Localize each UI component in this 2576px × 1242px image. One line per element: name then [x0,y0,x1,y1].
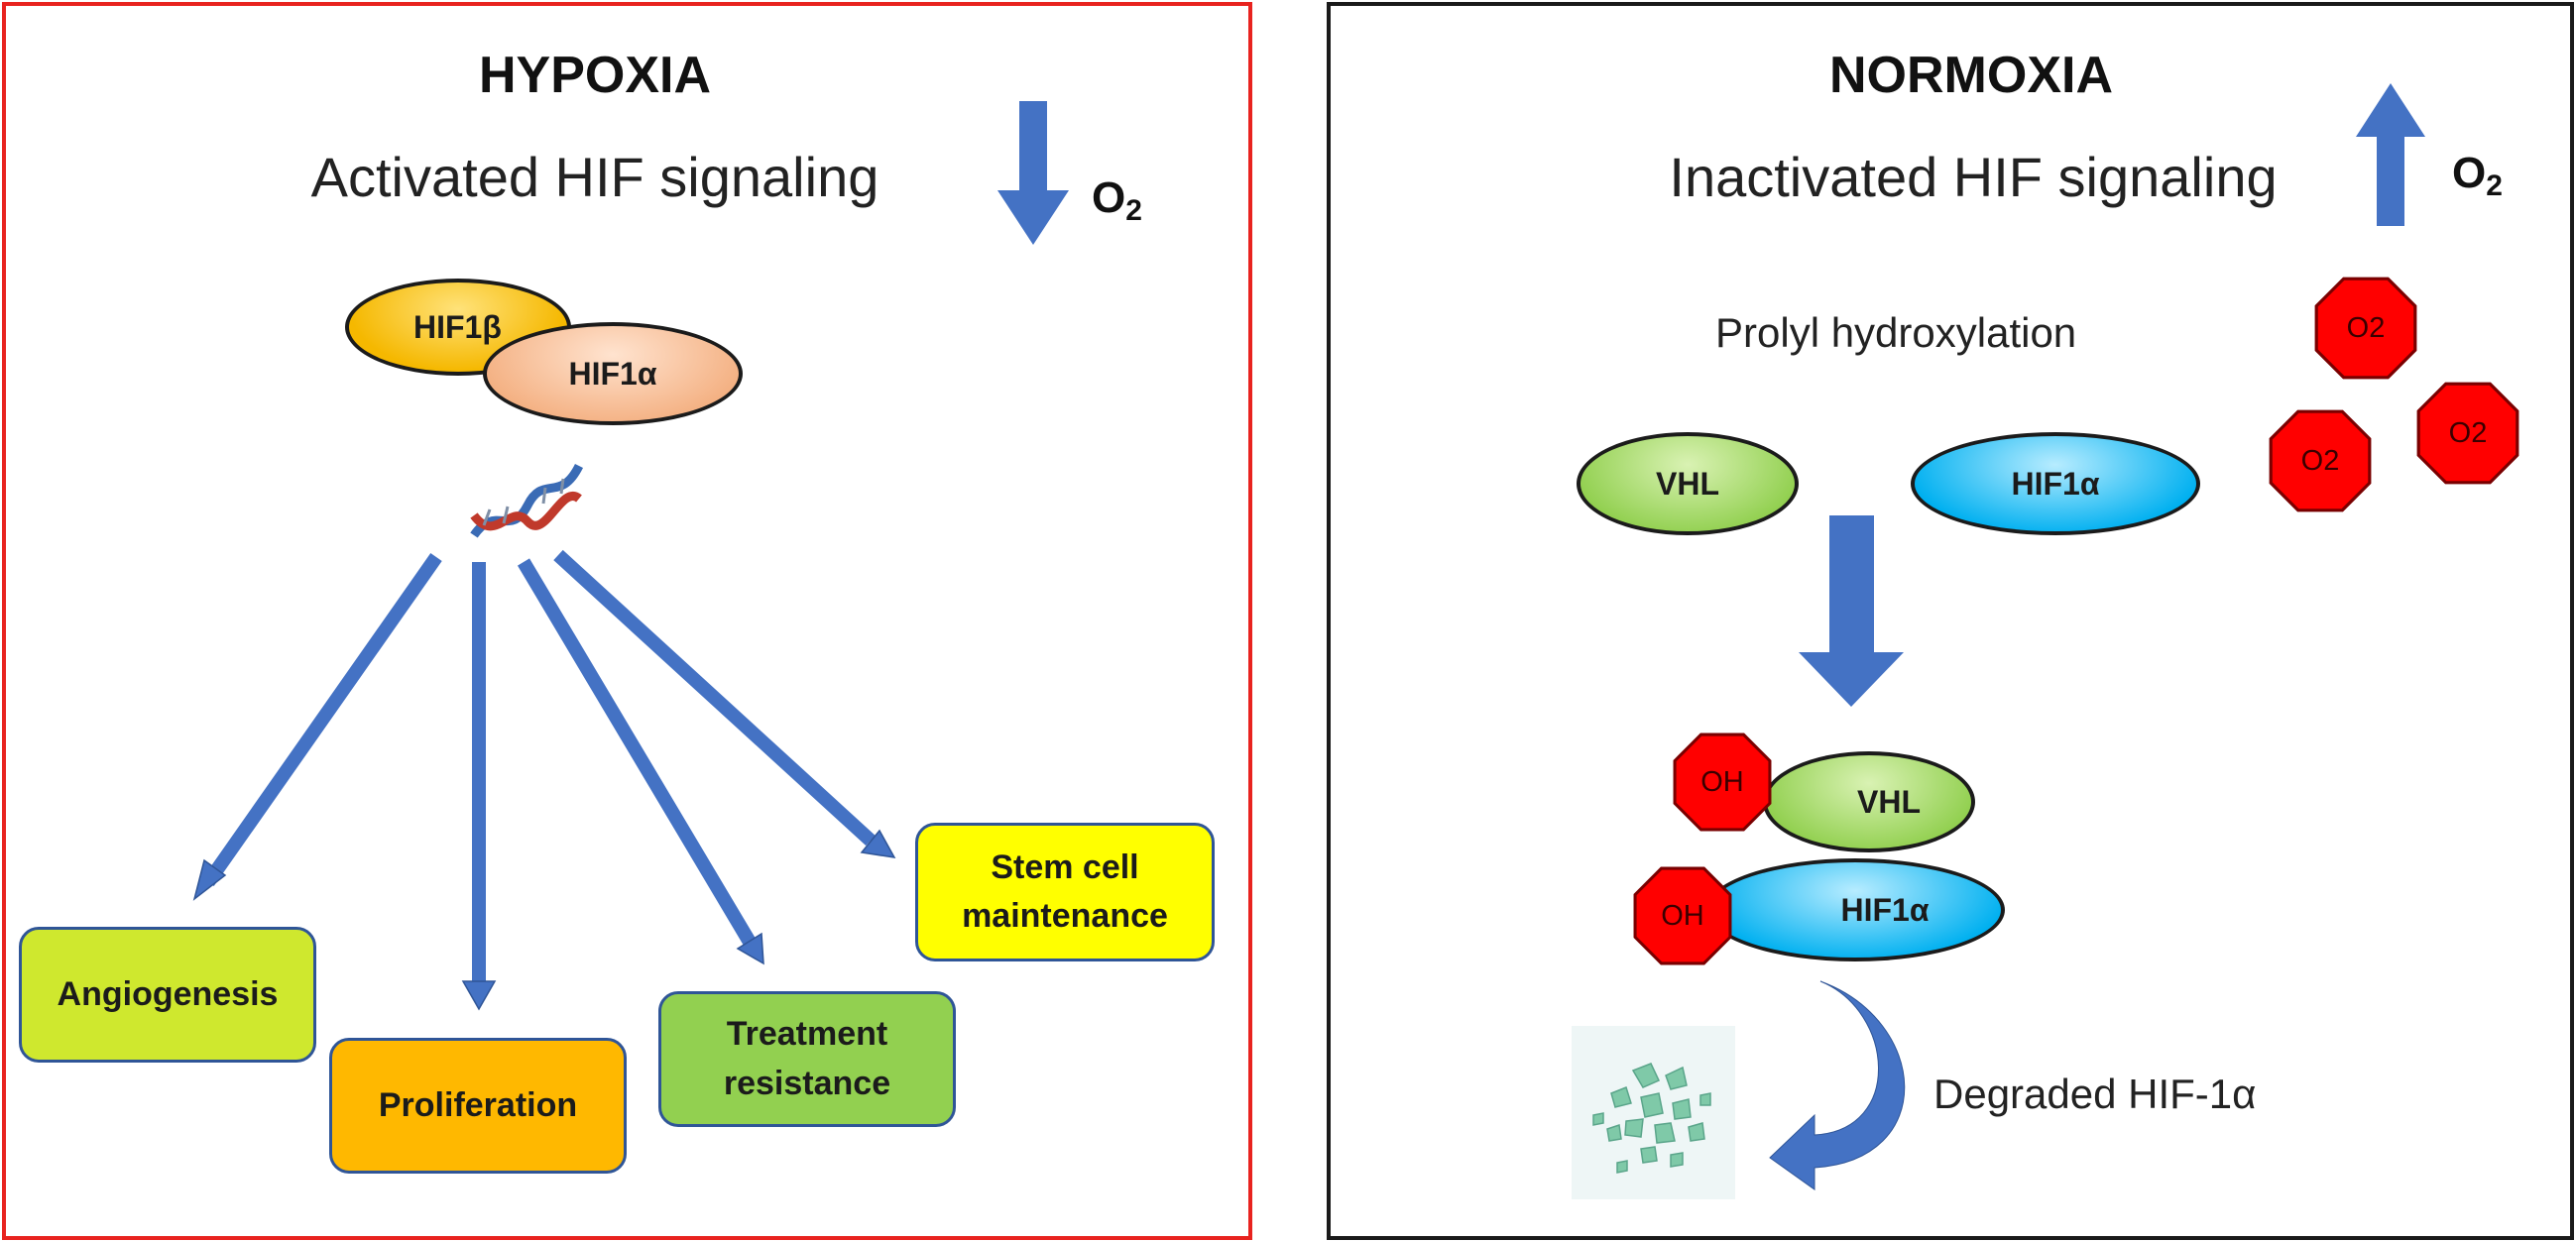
hydroxyl-group: OH [1632,865,1733,966]
stem-cell-maintenance-box: Stem cell maintenance [915,823,1215,961]
hypoxia-subtitle: Activated HIF signaling [310,146,879,208]
degraded-hif-label: Degraded HIF-1α [1933,1071,2257,1117]
hypoxia-panel [2,2,1252,1240]
prolyl-hydroxylation-label: Prolyl hydroxylation [1715,309,2077,356]
degradation-curved-arrow [1769,980,1906,1190]
o2-decrease-arrow [997,101,1069,245]
arrow-to-angiogenesis [202,552,442,887]
normoxia-title: NORMOXIA [1829,47,2113,104]
normoxia-panel [1327,2,2574,1240]
arrowhead-stem-cell [860,829,896,858]
dna-icon [470,463,584,538]
hif1a-protein-free: HIF1α [1911,432,2200,535]
arrowhead-treatment [736,932,764,965]
o2-increase-arrow [2356,83,2425,226]
degraded-fragments-icon [1572,1026,1735,1199]
arrow-to-stem-cell [553,549,876,847]
arrowhead-proliferation [461,980,497,1011]
hydroxyl-group: OH [1672,732,1773,833]
angiogenesis-box: Angiogenesis [19,927,316,1063]
hydroxylation-arrow [1799,515,1904,707]
oxygen-molecule: O2 [2313,276,2418,381]
hif1b-label: HIF1β [413,308,502,345]
hif1a-label: HIF1α [568,355,657,392]
hypoxia-title: HYPOXIA [478,47,712,104]
vhl-bound-protein: VHL [1763,751,1975,852]
hif1a-bound-protein: HIF1α [1705,858,2005,961]
vhl-protein: VHL [1577,432,1799,535]
normoxia-subtitle: Inactivated HIF signaling [1669,146,2278,208]
arrowhead-angiogenesis [192,858,227,901]
hif1a-protein: HIF1α [483,322,743,425]
oxygen-molecule: O2 [2415,381,2520,486]
vhl-label: VHL [1656,465,1719,502]
vhl-bound-label: VHL [1857,783,1921,820]
o2-label-normoxia: O2 [2452,149,2503,202]
hif1a-free-label: HIF1α [2011,465,2100,502]
o2-label-hypoxia: O2 [1092,173,1142,227]
treatment-resistance-box: Treatment resistance [658,991,956,1127]
arrow-to-treatment [517,558,758,948]
proliferation-box: Proliferation [329,1038,627,1174]
oxygen-molecule: O2 [2268,408,2373,513]
hif1a-bound-label: HIF1α [1840,891,1930,928]
